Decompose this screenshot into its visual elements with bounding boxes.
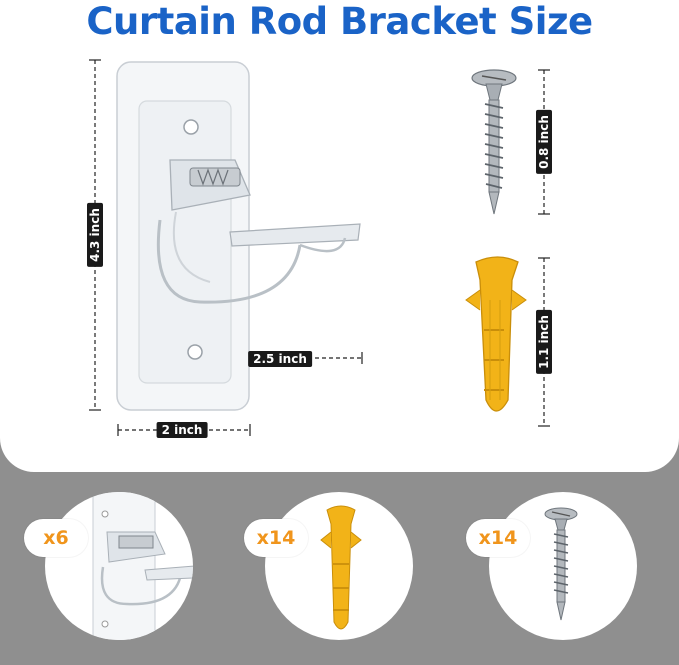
- wall-anchor-icon: [465, 256, 527, 412]
- bracket-quantity-circle: [45, 492, 193, 640]
- bracket-width-label: 2 inch: [156, 422, 208, 438]
- anchor-length-label: 1.1 inch: [536, 310, 552, 374]
- screw-length-label: 0.8 inch: [536, 110, 552, 174]
- anchor-quantity-circle: [265, 492, 413, 640]
- screw-icon: [471, 69, 517, 215]
- anchor-quantity-badge: x14: [244, 519, 308, 557]
- bracket-height-label: 4.3 inch: [87, 203, 103, 267]
- bracket-thumbnail-icon: [92, 492, 193, 640]
- screw-quantity-circle: [489, 492, 637, 640]
- screw-quantity-badge: x14: [466, 519, 530, 557]
- page-title: Curtain Rod Bracket Size: [86, 0, 593, 43]
- screw-thumbnail-icon: [544, 507, 578, 621]
- bracket-quantity-badge: x6: [24, 519, 88, 557]
- anchor-thumbnail-icon: [320, 505, 362, 630]
- bracket-icon: [116, 61, 361, 411]
- bracket-depth-label: 2.5 inch: [248, 351, 312, 367]
